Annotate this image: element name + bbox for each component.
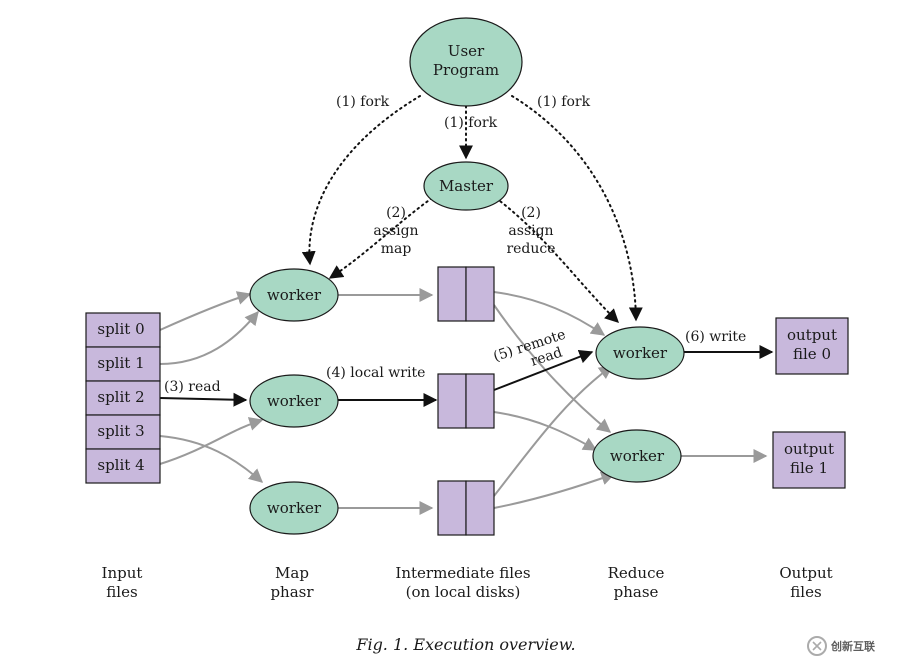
assign-map-label-3: map <box>381 241 412 257</box>
arrow-split0-worker1 <box>159 291 252 331</box>
arrow-split3-worker3 <box>159 435 264 483</box>
user-program-label-1: User <box>448 42 485 60</box>
col-intermediate-label-2: (on local disks) <box>406 583 521 601</box>
assign-map-label-1: (2) <box>386 205 406 221</box>
input-splits: split 0 split 1 split 2 split 3 split 4 <box>85 312 161 484</box>
master-label: Master <box>439 177 494 195</box>
col-reduce-label-2: phase <box>614 583 659 601</box>
arrow-fork-right <box>511 95 643 322</box>
assign-reduce-label-2: assign <box>508 223 553 239</box>
arrow-assign-reduce <box>495 197 620 323</box>
col-input-label-2: files <box>106 583 137 601</box>
user-program-label-2: Program <box>433 61 499 79</box>
split-0-label: split 0 <box>97 320 144 338</box>
assign-reduce-label-1: (2) <box>521 205 541 221</box>
output-file-0: output file 0 <box>775 317 849 375</box>
arrow-file3-reducer2 <box>493 471 616 509</box>
split-3-label: split 3 <box>97 422 144 440</box>
assign-reduce-label-3: reduce <box>506 241 555 257</box>
remote-read-label: (5) remote read <box>491 327 567 370</box>
read-label: (3) read <box>164 379 221 395</box>
gray-arrows <box>159 288 768 515</box>
arrow-file3-reducer1 <box>493 365 614 497</box>
map-worker-3-label: worker <box>267 499 322 517</box>
col-reduce-label-1: Reduce <box>608 564 665 582</box>
intermediate-file-3 <box>437 480 495 536</box>
write-label: (6) write <box>685 329 746 345</box>
col-output-label-2: files <box>790 583 821 601</box>
local-write-label: (4) local write <box>326 365 425 381</box>
split-2-box <box>85 380 161 416</box>
split-2-label: split 2 <box>97 388 144 406</box>
arrow-read <box>159 392 248 407</box>
intermediate-file-2 <box>437 373 495 429</box>
map-worker-3: worker <box>249 481 339 535</box>
assign-map-label-2: assign <box>373 223 418 239</box>
map-worker-2: worker <box>249 374 339 428</box>
arrow-split4-worker2 <box>159 417 264 465</box>
output-file-1-label-1: output <box>784 440 834 458</box>
split-1-label: split 1 <box>97 354 144 372</box>
intermediate-file-1 <box>437 266 495 322</box>
arrow-file1-reducer2 <box>493 304 612 433</box>
split-0-box <box>85 312 161 348</box>
dotted-arrows <box>301 95 643 323</box>
watermark-text: 创新互联 <box>830 639 875 653</box>
split-3-box <box>85 414 161 450</box>
map-worker-1: worker <box>249 268 339 322</box>
user-program-node: User Program <box>409 17 523 107</box>
col-output-label-1: Output <box>779 564 832 582</box>
reduce-worker-2-label: worker <box>610 447 665 465</box>
map-worker-1-label: worker <box>267 286 322 304</box>
output-file-0-label-2: file 0 <box>793 345 831 363</box>
arrow-fork-left <box>301 95 421 266</box>
map-worker-2-label: worker <box>267 392 322 410</box>
column-labels: Input files Map phasr Intermediate files… <box>102 564 833 601</box>
reduce-worker-2: worker <box>592 429 682 483</box>
figure-caption: Fig. 1. Execution overview. <box>355 635 575 654</box>
col-map-label-2: phasr <box>270 583 314 601</box>
output-file-0-label-1: output <box>787 326 837 344</box>
fork-mid-label: (1) fork <box>444 115 498 131</box>
arrow-assign-map <box>328 197 433 279</box>
arrow-file1-reducer1 <box>493 291 606 336</box>
col-map-label-1: Map <box>275 564 309 582</box>
arrow-remote-read <box>493 350 594 391</box>
split-4-box <box>85 448 161 484</box>
output-file-1-label-2: file 1 <box>790 459 828 477</box>
fork-right-label: (1) fork <box>537 94 591 110</box>
col-input-label-1: Input <box>102 564 143 582</box>
reduce-worker-1: worker <box>595 326 685 380</box>
fork-left-label: (1) fork <box>336 94 390 110</box>
black-arrows <box>159 345 774 407</box>
split-4-label: split 4 <box>97 456 144 474</box>
reduce-worker-1-label: worker <box>613 344 668 362</box>
arrow-split1-worker1 <box>159 310 259 365</box>
master-node: Master <box>423 161 509 211</box>
split-1-box <box>85 346 161 382</box>
output-file-1: output file 1 <box>772 431 846 489</box>
col-intermediate-label-1: Intermediate files <box>395 564 530 582</box>
watermark-icon <box>807 636 827 656</box>
watermark-logo: 创新互联 <box>807 636 875 656</box>
